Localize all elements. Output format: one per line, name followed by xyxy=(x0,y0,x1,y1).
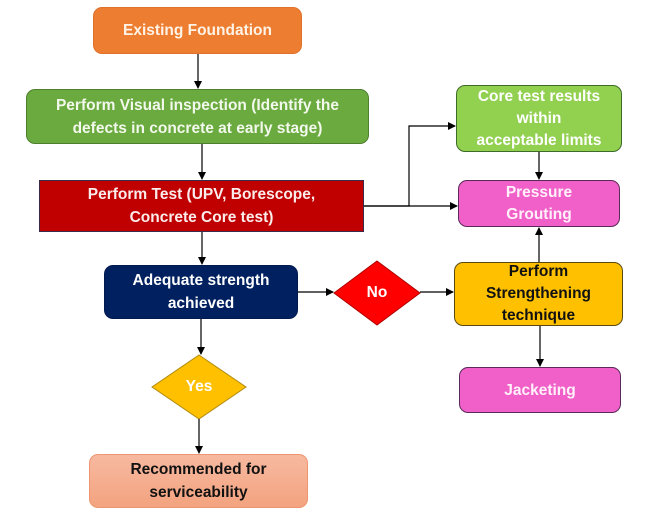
node-pressure-grouting: Pressure Grouting xyxy=(458,180,620,227)
edge-test-to-core xyxy=(364,122,456,207)
node-label-line: Perform Test (UPV, Borescope, xyxy=(87,186,316,203)
node-recommended-serviceability: Recommended for serviceability xyxy=(89,454,308,508)
node-label-line: defects in concrete at early stage) xyxy=(72,119,323,137)
node-jacketing: Jacketing xyxy=(459,367,621,413)
node-label-line: technique xyxy=(501,307,576,324)
node-strengthening-technique: Perform Strengthening technique xyxy=(454,262,623,326)
decision-yes-label: Yes xyxy=(185,378,213,395)
node-label-line: serviceability xyxy=(149,484,248,501)
node-perform-test: Perform Test (UPV, Borescope, Concrete C… xyxy=(39,180,364,232)
decision-no-diamond xyxy=(333,260,421,326)
decision-no-label: No xyxy=(366,284,388,301)
node-visual-inspection: Perform Visual inspection (Identify the … xyxy=(26,89,369,144)
node-label-line: Pressure xyxy=(505,183,573,201)
node-adequate-strength: Adequate strength achieved xyxy=(104,265,298,319)
node-label: Jacketing xyxy=(504,381,576,399)
node-label-line: Recommended for xyxy=(130,461,267,478)
node-label-line: Concrete Core test) xyxy=(129,209,274,226)
node-label-line: within xyxy=(516,109,562,127)
node-label: Existing Foundation xyxy=(123,22,272,39)
node-label-line: Core test results xyxy=(477,87,601,105)
node-core-test-results: Core test results within acceptable limi… xyxy=(456,85,622,152)
node-label-line: acceptable limits xyxy=(476,131,602,149)
node-label-line: Grouting xyxy=(506,205,572,223)
node-label-line: Perform Visual inspection (Identify the xyxy=(55,96,340,114)
node-label-line: Adequate strength xyxy=(132,272,270,289)
node-label-line: Perform xyxy=(508,263,569,280)
node-label-line: Strengthening xyxy=(485,285,592,302)
node-label-line: achieved xyxy=(167,295,235,312)
node-existing-foundation: Existing Foundation xyxy=(93,7,302,54)
